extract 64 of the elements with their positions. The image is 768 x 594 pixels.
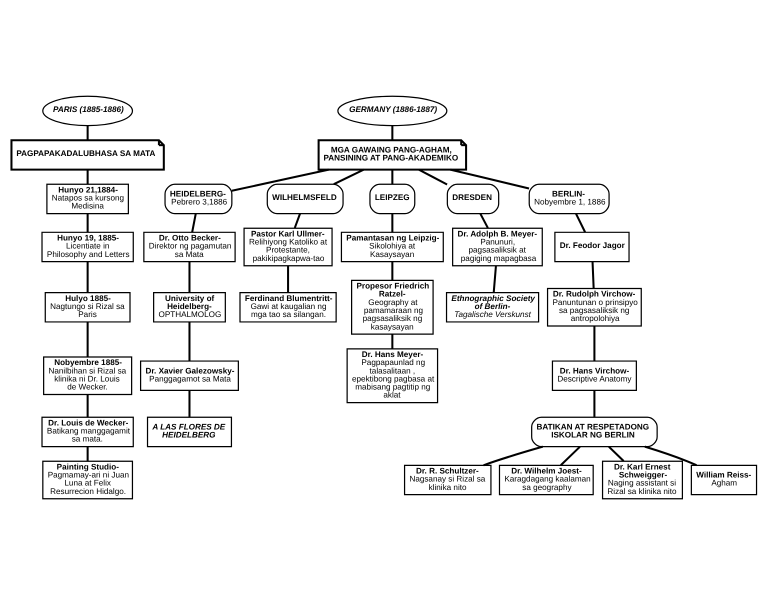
connector (188, 261, 190, 292)
node-box: Nobyembre 1885- Nanilbihan si Rizal sa klinika ni Dr. Louis de Wecker. (43, 356, 132, 395)
connector (86, 322, 89, 356)
node-box: Pamantasan ng Leipzig- Sikolohiya at Kasaysayan (340, 231, 444, 262)
connector (560, 445, 581, 466)
connector (391, 261, 394, 280)
node-box: DRESDEN (446, 183, 500, 214)
node-box: WILHELMSFELD (266, 183, 344, 214)
node-box: Dr. Otto Becker- Direktor ng pagamutan sa Mata (143, 231, 236, 262)
connector (483, 445, 544, 466)
connector (479, 212, 489, 228)
node-box: Dr. Feodor Jagor (554, 231, 630, 262)
node-box: Ethnographic Society of Berlin- Tagalische Verskunst (446, 292, 540, 322)
node-box: Dr. Rudolph Virchow- Panuntunan o prinsipyo sa pagsasaliksik ng antropolohiya (546, 287, 642, 326)
connector (418, 168, 448, 185)
node-box: Pastor Karl Ullmer- Relihiyong Katoliko at Protestante, pakikipagkapwa-tao (243, 227, 333, 266)
connector (608, 445, 624, 462)
node-box: Dr. Louis de Wecker- Batikang manggagamit sa mata. (41, 416, 134, 447)
node-box: Ferdinand Blumentritt- Gawi at kaugalian ng mga tao sa silangan. (239, 292, 337, 322)
connector (294, 212, 301, 228)
connector (333, 168, 364, 185)
connector (575, 212, 586, 232)
connector (593, 326, 596, 360)
node-box: HEIDELBERG- Pebrero 3,1886 (164, 183, 232, 214)
connector (232, 168, 330, 192)
connector (287, 266, 290, 292)
node-box: William Reiss- Agham (690, 464, 758, 495)
node-ellipse: GERMANY (1886-1887) (337, 95, 448, 126)
node-ellipse: PARIS (1885-1886) (42, 95, 134, 126)
connector (188, 322, 190, 360)
node-box: A LAS FLORES DE HEIDELBERG (146, 416, 232, 447)
node-box: Dr. Adolph B. Meyer- Panunuri, pagsasaliksik at pagiging mapagbasa (452, 227, 543, 266)
node-box: University of Heidelberg- OPTHALMOLOG (153, 292, 226, 322)
node-box: Hunyo 21,1884- Natapos sa kursong Medisina (46, 183, 129, 214)
connector (86, 125, 89, 140)
connector (191, 212, 197, 232)
node-box: Dr. Xavier Galezowsky- Panggagamot sa Mata (140, 360, 239, 390)
node-box: BATIKAN AT RESPETADONG ISKOLAR NG BERLIN (531, 416, 658, 447)
node-box: Propesor Friedrich Ratzel- Geography at pamamaraan ng pagsasaliksik ng kasaysayan (351, 279, 434, 334)
connector (86, 394, 89, 417)
connector (86, 169, 89, 184)
node-box: Dr. Hans Virchow- Descriptive Anatomy (552, 360, 637, 390)
node-box: BERLIN- Nobyembre 1, 1886 (528, 183, 610, 214)
node-box: LEIPZEG (369, 183, 416, 214)
connector (391, 125, 394, 140)
connector (644, 445, 697, 466)
node-box: Painting Studio- Pagmamay-ari ni Juan Luna at Felix Resurrecion Hidalgo. (42, 460, 134, 499)
connector (492, 265, 497, 292)
node-box: Dr. R. Schultzer- Nagsanay si Rizal sa klinika nito (404, 464, 492, 495)
connector (593, 390, 596, 416)
connector (86, 213, 89, 232)
connector (592, 261, 595, 288)
connector (450, 168, 530, 189)
node-box: Dr. Karl Ernest Schweigger- Naging assistant si Rizal sa klinika nito (602, 460, 683, 499)
node-box: Hunyo 19, 1885- Licentiate in Philosophy and Letters (41, 231, 134, 262)
connector (86, 446, 89, 460)
node-box: Dr. Hans Meyer- Pagpapaunlad ng talasalitaan , epektibong pagbasa at mabisang pagtitip ng aklat (346, 348, 438, 403)
node-box: Hulyo 1885- Nagtungo si Rizal sa Paris (44, 292, 131, 322)
connector (188, 390, 190, 416)
connector (86, 261, 89, 292)
connector (391, 213, 394, 232)
connector (391, 169, 394, 184)
node-box: Dr. Wilhelm Joest- Karagdagang kaalaman sa geography (498, 464, 594, 495)
connector (391, 334, 394, 348)
